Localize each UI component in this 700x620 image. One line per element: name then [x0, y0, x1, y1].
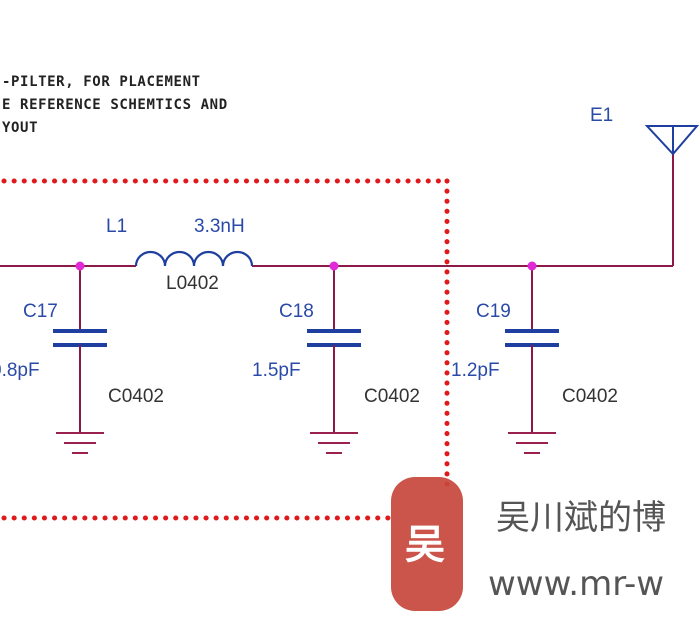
antenna-ref: E1	[590, 105, 613, 126]
watermark-url: www.mr-w	[488, 564, 664, 604]
c19-value: 1.2pF	[451, 360, 500, 381]
c17-junction	[75, 261, 85, 271]
c19-junction	[527, 261, 537, 271]
c18-package: C0402	[364, 386, 420, 407]
note-line-1: -PILTER, FOR PLACEMENT	[2, 74, 201, 90]
capacitor-c18: C18 1.5pF C0402	[252, 261, 420, 454]
watermark: 吴 吴川斌的博 www.mr-w	[391, 477, 666, 611]
antenna-e1: E1	[590, 105, 700, 156]
signal-net	[0, 131, 674, 267]
c18-value: 1.5pF	[252, 360, 301, 381]
inductor-value: 3.3nH	[194, 216, 245, 237]
c17-package: C0402	[108, 386, 164, 407]
watermark-seal-glyph: 吴	[405, 522, 445, 568]
note-line-3: YOUT	[2, 120, 38, 136]
watermark-title: 吴川斌的博	[496, 498, 666, 538]
capacitor-c17: C17 0.8pF C0402	[0, 261, 164, 454]
c18-junction	[329, 261, 339, 271]
c19-package: C0402	[562, 386, 618, 407]
capacitor-c19: C19 1.2pF C0402	[451, 261, 618, 454]
ground-icon	[56, 432, 104, 454]
ground-icon	[508, 432, 556, 454]
placement-boundary	[1, 178, 450, 521]
c19-ref: C19	[476, 301, 511, 322]
ground-icon	[310, 432, 358, 454]
c17-ref: C17	[23, 301, 58, 322]
c17-value: 0.8pF	[0, 360, 40, 381]
placement-note: -PILTER, FOR PLACEMENT E REFERENCE SCHEM…	[2, 74, 228, 136]
inductor-coil	[134, 250, 254, 267]
note-line-2: E REFERENCE SCHEMTICS AND	[2, 97, 228, 113]
inductor-package: L0402	[166, 273, 219, 294]
c18-ref: C18	[279, 301, 314, 322]
watermark-seal	[391, 477, 463, 611]
inductor-l1: L1 3.3nH L0402	[106, 216, 254, 294]
inductor-ref: L1	[106, 216, 127, 237]
